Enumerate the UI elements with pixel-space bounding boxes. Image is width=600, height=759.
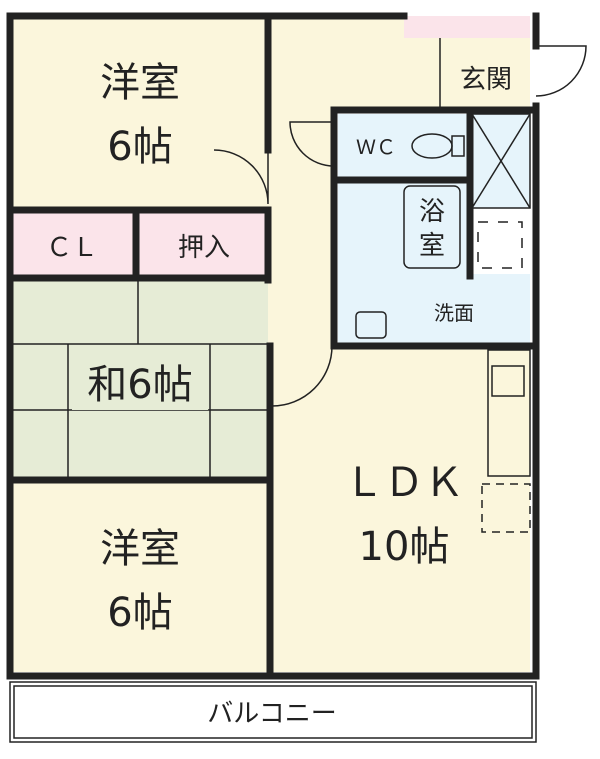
- oshiire-label: 押入: [178, 233, 230, 263]
- closet-floor: [10, 212, 134, 276]
- washer-pan: [477, 221, 523, 269]
- western-room-top-size: 6帖: [107, 124, 172, 170]
- kitchen-counter: [487, 349, 531, 477]
- washroom-label: 洗面: [434, 301, 474, 325]
- western-room-bottom-size: 6帖: [107, 590, 172, 636]
- walls: [6, 12, 540, 680]
- ldk-name: ＬＤＫ: [344, 460, 464, 506]
- hallway-floor: [268, 16, 334, 346]
- japanese-room-label: 和6帖: [87, 362, 192, 408]
- kitchen-sink: [491, 365, 525, 397]
- fridge-space: [481, 483, 531, 533]
- door-swings: [213, 38, 587, 407]
- western-room-top-name: 洋室: [100, 60, 180, 106]
- western-room-top-floor: [10, 16, 268, 210]
- oshiire-floor: [138, 212, 268, 276]
- wash-basin: [355, 311, 387, 339]
- storage-x: [471, 113, 531, 209]
- wc-label: ＷＣ: [356, 135, 396, 159]
- ldk-floor: [272, 346, 530, 672]
- closet-label: ＣＬ: [46, 233, 98, 263]
- bathtub: [403, 185, 461, 269]
- washroom-floor: [338, 274, 530, 344]
- wc-floor: [338, 114, 468, 178]
- western-room-bottom-floor: [10, 482, 268, 672]
- balcony: [9, 681, 537, 743]
- bath-label-top: 浴: [419, 197, 445, 227]
- ldk-size: 10帖: [359, 524, 450, 570]
- bath-floor: [338, 180, 468, 274]
- western-room-bottom-name: 洋室: [100, 526, 180, 572]
- balcony-label: バルコニー: [207, 699, 336, 729]
- bath-label-bottom: 室: [419, 231, 445, 261]
- entrance-step: [404, 16, 530, 38]
- entrance-label: 玄関: [460, 65, 512, 95]
- toilet-fixture: [411, 133, 465, 159]
